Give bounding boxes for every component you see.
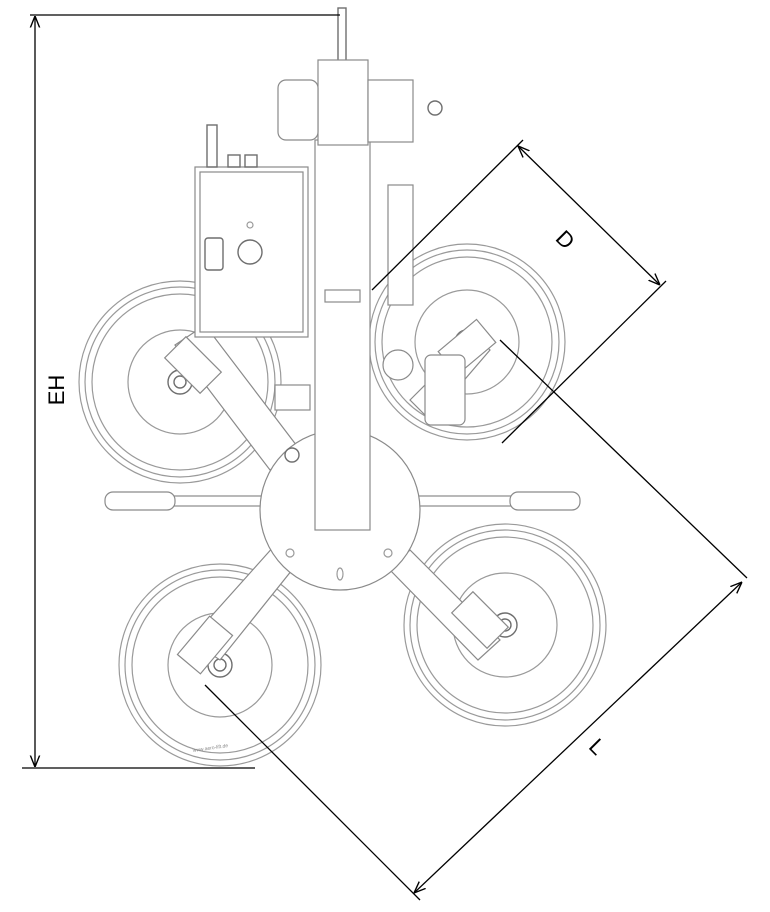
dimension-label-l: L — [584, 734, 610, 760]
dimension-label-d: D — [551, 225, 580, 254]
control-box — [194, 124, 309, 338]
dimension-label-eh: EH — [44, 375, 69, 406]
dimension-l: L — [204, 339, 748, 901]
vertical-beam — [274, 7, 466, 531]
dimension-eh: EH — [22, 14, 340, 769]
suction-cup-bottom-left: www.aero-lift.de — [118, 563, 322, 767]
cup-marking: www.aero-lift.de — [192, 743, 228, 754]
